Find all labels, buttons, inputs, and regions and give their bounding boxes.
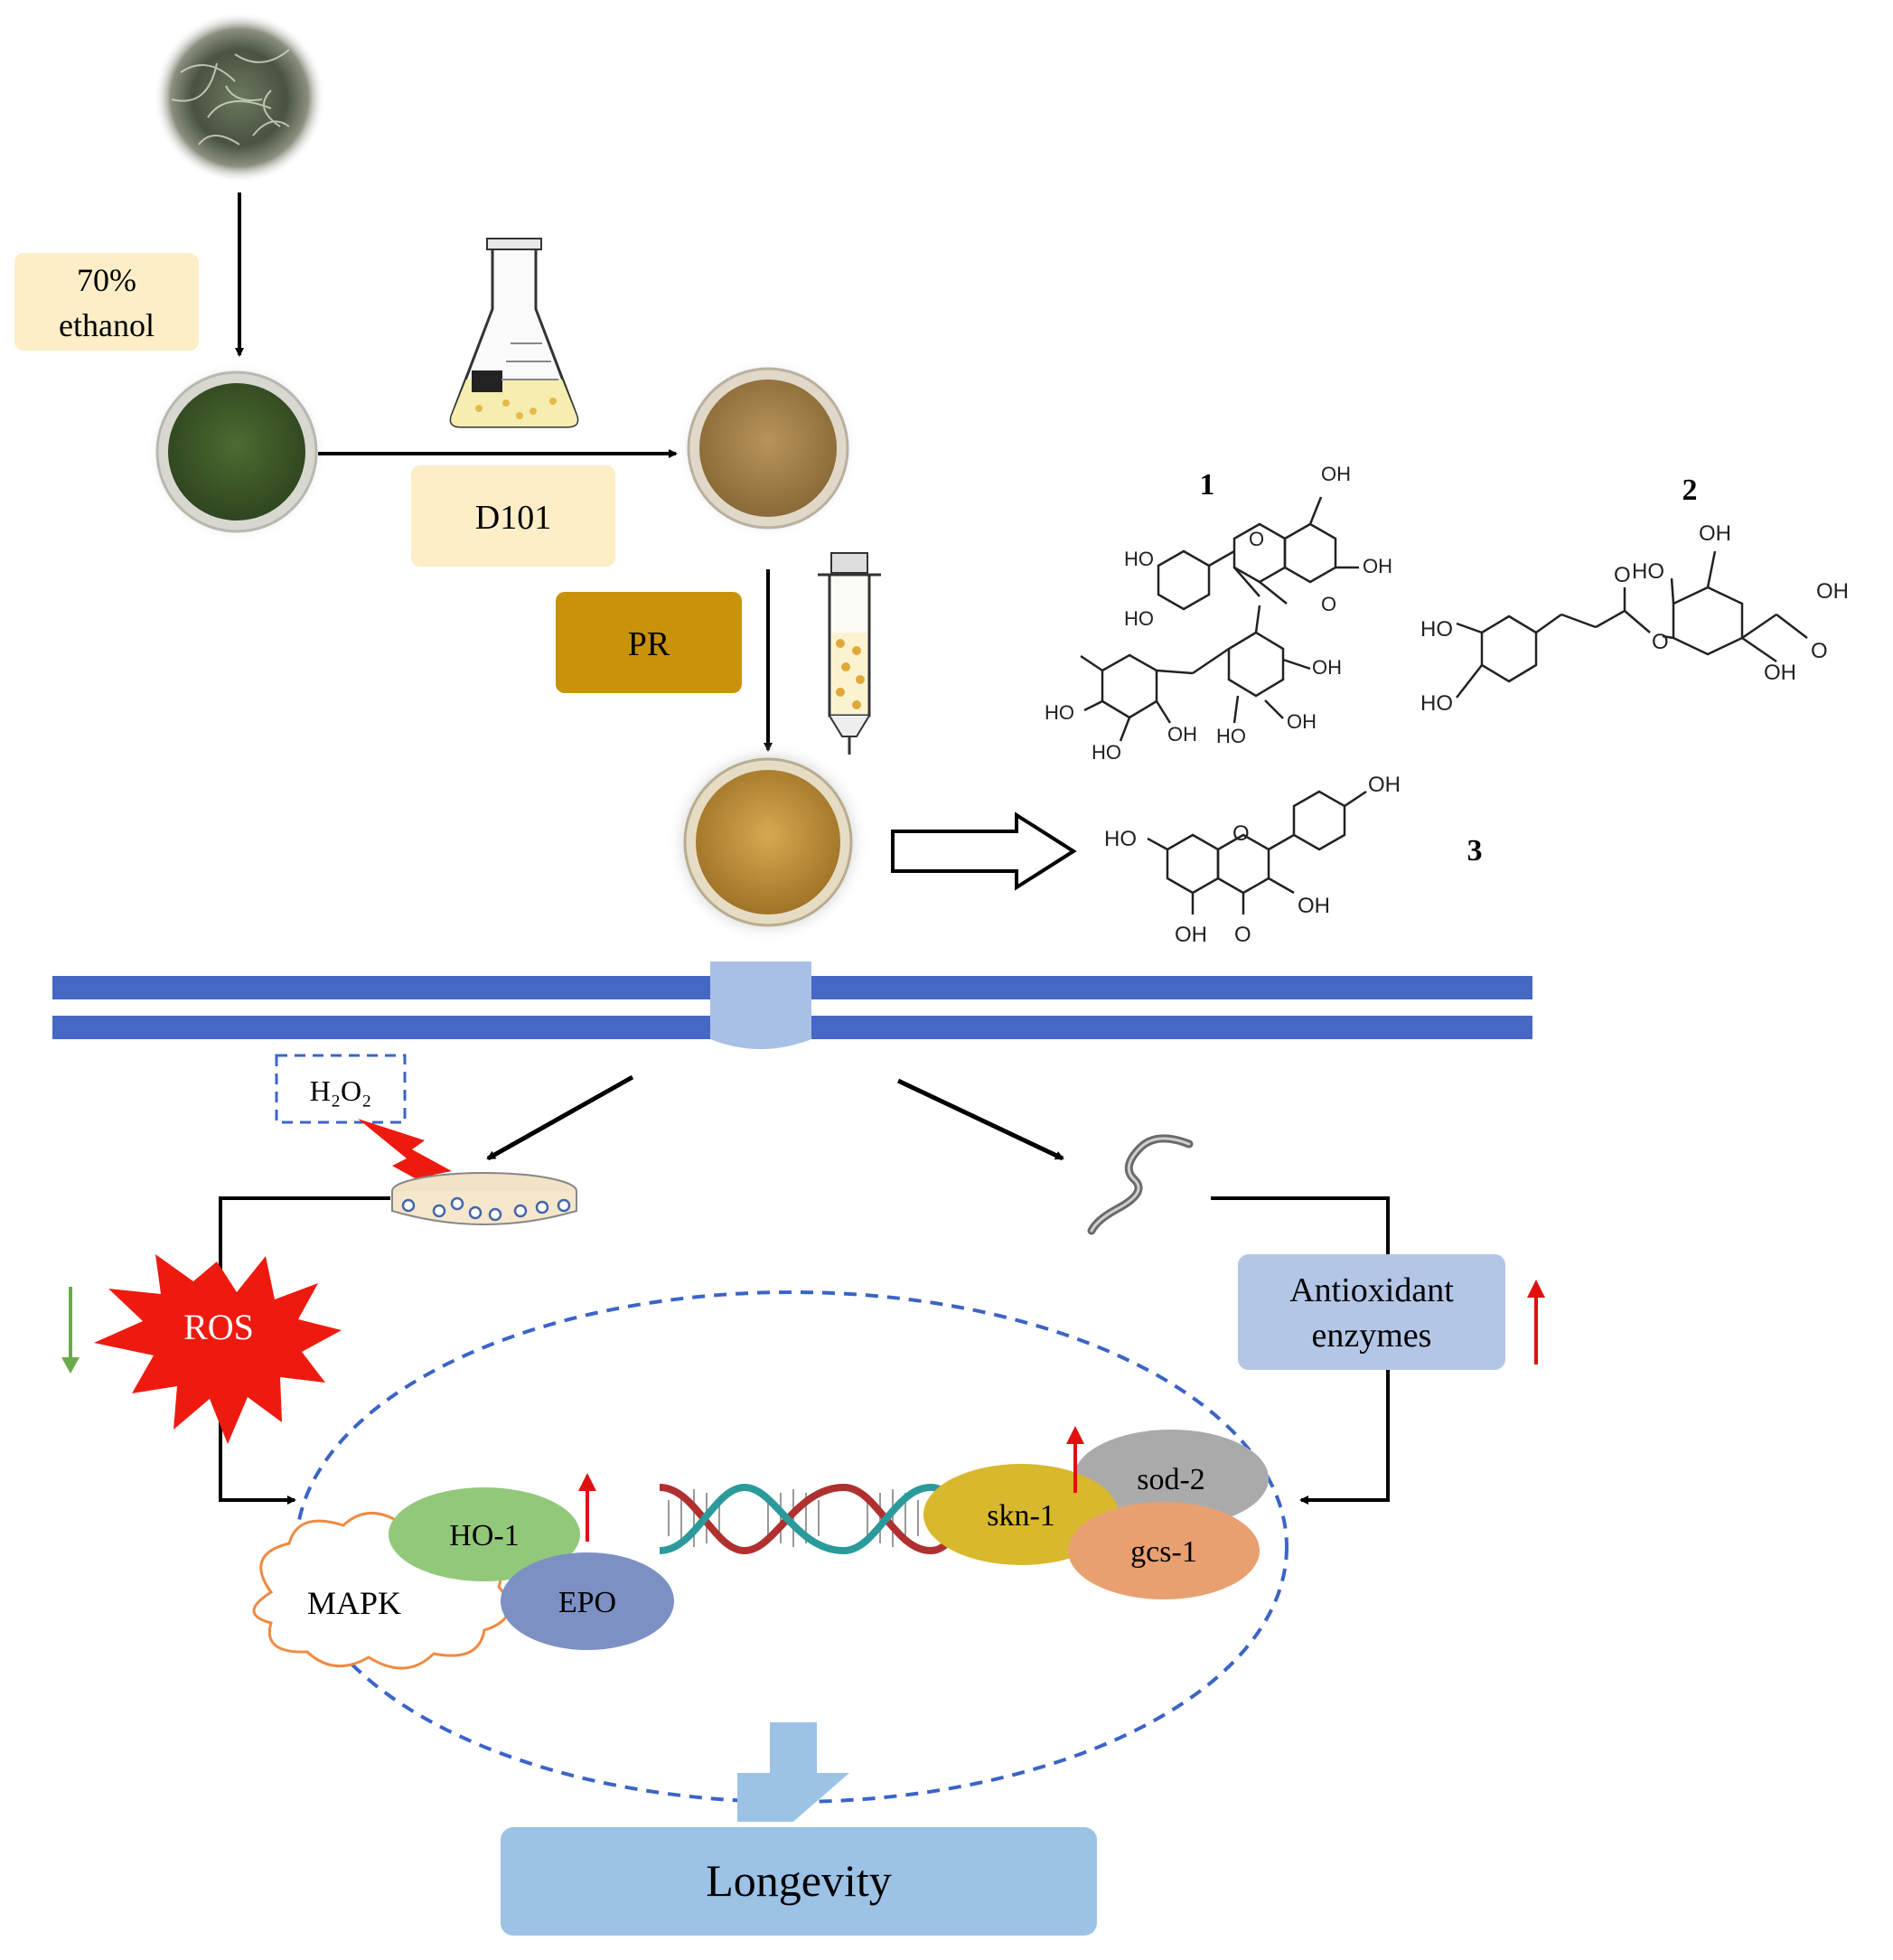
ethanol-box: 70% ethanol <box>14 253 199 351</box>
arrow-to-cells <box>486 1074 634 1161</box>
c3-oh-bottom: OH <box>1175 923 1207 947</box>
crude-extract-dish <box>146 361 327 542</box>
c3-keto-o: O <box>1234 923 1251 947</box>
sod2-node: sod-2 <box>1073 1430 1269 1527</box>
c2-oh-acid: OH <box>1816 579 1849 604</box>
c2-ho-ring: HO <box>1632 559 1664 584</box>
compound-3-number: 3 <box>1467 834 1483 867</box>
mapk-label: MAPK <box>307 1585 401 1621</box>
c1-ring-o: O <box>1249 528 1264 550</box>
flask-icon <box>449 238 579 428</box>
arrow-to-worm <box>896 1078 1064 1161</box>
c1-ho-upper: HO <box>1124 548 1154 570</box>
compound-1-structure: 1 OH OH HO HO O O OH O <box>1045 463 1392 764</box>
c1-rha-ho-2: HO <box>1092 741 1121 764</box>
epo-label: EPO <box>558 1586 616 1619</box>
skn1-up-arrow <box>1066 1426 1084 1493</box>
hollow-arrow <box>891 811 1077 891</box>
c2-acid-o: O <box>1811 639 1828 663</box>
c1-rha-ho: HO <box>1045 701 1074 724</box>
c2-oh-bottom: OH <box>1764 661 1796 685</box>
c2-ho-lower: HO <box>1420 691 1453 716</box>
c3-oh-top: OH <box>1368 773 1401 797</box>
compound-2-structure: 2 HO HO O O HO OH OH O OH <box>1420 474 1849 716</box>
sod2-label: sod-2 <box>1137 1463 1205 1496</box>
tea-leaf-sample <box>154 12 325 183</box>
antioxidant-label-line1: Antioxidant <box>1289 1271 1454 1309</box>
epo-node: EPO <box>501 1552 674 1650</box>
c1-keto-o: O <box>1321 593 1336 615</box>
d101-box: D101 <box>411 465 615 567</box>
longevity-down-arrow <box>737 1722 849 1822</box>
compound-3-structure: 3 HO O OH OH O OH <box>1104 773 1483 947</box>
c1-glc-oh-1: OH <box>1312 656 1342 679</box>
c2-ho-upper: HO <box>1420 617 1453 642</box>
resin-extract-dish <box>678 358 858 539</box>
pr-box: PR <box>556 592 742 693</box>
h2o2-label: H₂O₂ <box>310 1074 372 1107</box>
ros-label: ROS <box>183 1307 254 1347</box>
h2o2-box: H₂O₂ <box>275 1054 407 1124</box>
ho1-up-arrow <box>578 1473 596 1542</box>
compound-1-number: 1 <box>1200 468 1215 502</box>
pr-label: PR <box>628 625 670 663</box>
c2-ester-o: O <box>1652 630 1669 654</box>
purified-extract-dish <box>667 741 869 943</box>
d101-label: D101 <box>475 499 551 537</box>
worm-icon <box>1087 1134 1194 1235</box>
nucleus-outline <box>295 1290 1289 1804</box>
cell-membrane <box>52 961 1532 1049</box>
ho1-node: HO-1 <box>389 1487 580 1581</box>
c1-glc-ho: HO <box>1216 725 1246 747</box>
ethanol-label-line1: 70% <box>77 262 136 298</box>
membrane-channel <box>710 961 811 1049</box>
ros-down-arrow <box>61 1287 80 1374</box>
c1-ho-lower: HO <box>1124 607 1154 630</box>
c1-glc-oh-2: OH <box>1287 710 1317 733</box>
cell-culture-dish <box>391 1172 577 1225</box>
gcs1-label: gcs-1 <box>1130 1535 1197 1569</box>
c1-rha-oh: OH <box>1167 723 1197 746</box>
antioxidant-label-line2: enzymes <box>1312 1317 1432 1355</box>
dna-helix-icon <box>659 1483 970 1555</box>
ethanol-label-line2: ethanol <box>59 307 155 343</box>
lightning-icon <box>358 1119 452 1193</box>
gcs1-node: gcs-1 <box>1068 1502 1260 1599</box>
c2-oh-top: OH <box>1699 521 1731 546</box>
longevity-label: Longevity <box>706 1855 892 1906</box>
compound-2-number: 2 <box>1682 474 1698 507</box>
antioxidant-enzymes-box: Antioxidant enzymes <box>1238 1254 1505 1370</box>
c3-ho-left: HO <box>1104 827 1137 851</box>
antioxidant-up-arrow <box>1527 1280 1545 1364</box>
column-icon <box>818 552 881 755</box>
c3-oh-right: OH <box>1298 894 1330 918</box>
ho1-label: HO-1 <box>449 1519 519 1552</box>
skn1-label: skn-1 <box>987 1499 1055 1533</box>
c1-oh-top: OH <box>1321 463 1351 485</box>
longevity-box: Longevity <box>501 1827 1097 1936</box>
c1-oh-right: OH <box>1363 555 1392 577</box>
c3-ring-o: O <box>1232 821 1250 846</box>
ros-burst: ROS <box>94 1254 342 1444</box>
skn1-node: skn-1 <box>923 1464 1119 1565</box>
c2-carbonyl-o: O <box>1614 563 1631 587</box>
